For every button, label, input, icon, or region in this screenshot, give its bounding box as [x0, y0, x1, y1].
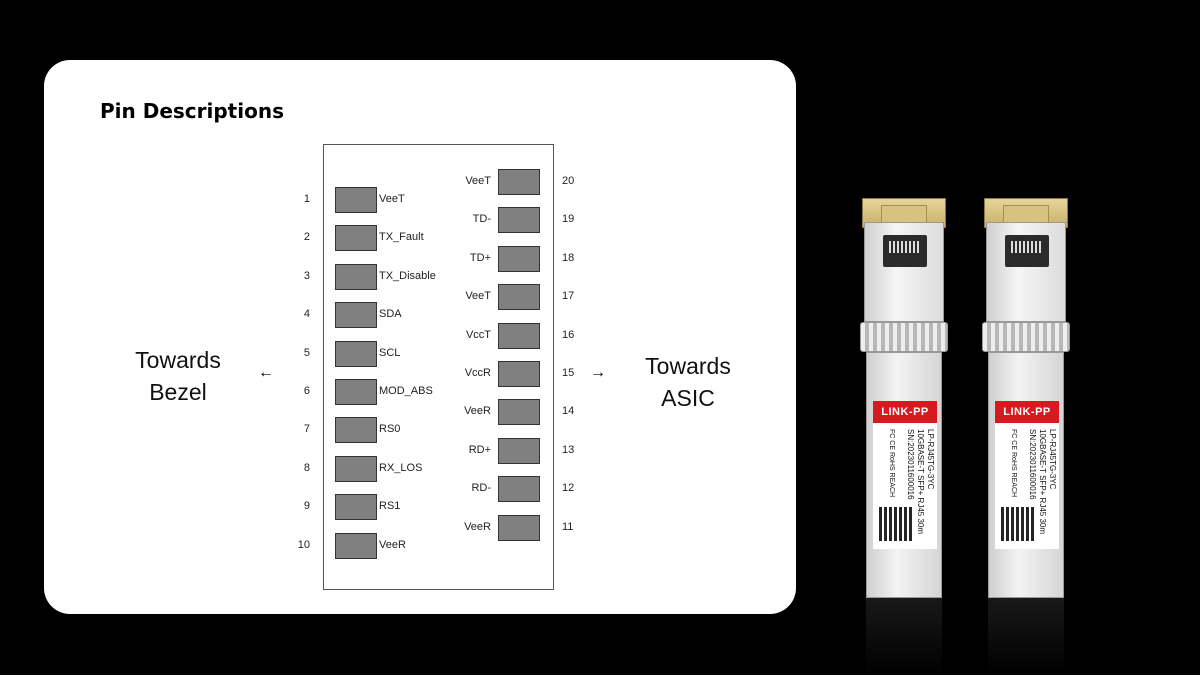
pin-label-7: RS0: [379, 423, 401, 436]
pin-label-2: TX_Fault: [379, 231, 424, 244]
pin-pad-2: [335, 225, 377, 252]
pin-pad-13: [498, 437, 540, 464]
module-2-reflection: [988, 598, 1064, 675]
model-number: LP-RJ45TG-3YC: [926, 429, 935, 490]
model-desc: 10GBASE-T SFP+ RJ45 30m: [1038, 429, 1047, 535]
pin-pad-19: [498, 207, 540, 234]
pin-label-14: VeeR: [464, 405, 491, 418]
pin-number-1: 1: [303, 193, 310, 205]
pin-number-2: 2: [303, 231, 310, 244]
cert-marks: FC CE RoHS REACH: [1010, 429, 1017, 498]
pin-number-4: 4: [303, 308, 310, 321]
pin-pad-8: [335, 455, 377, 482]
pin-label-11: VeeR: [464, 520, 491, 533]
pin-label-9: RS1: [379, 500, 401, 513]
pin-pad-4: [335, 302, 377, 329]
pin-pad-16: [498, 322, 540, 349]
module-head: [986, 222, 1066, 322]
pin-number-3: 3: [303, 269, 310, 282]
pin-pad-1: [335, 187, 377, 213]
pin-label-4: SDA: [379, 308, 402, 321]
towards-asic-line2: ASIC: [661, 385, 715, 412]
pin-number-14: 14: [562, 405, 575, 418]
sfp-module-1: LINK-PP FC CE RoHS REACH LP-RJ45TG-3YC 1…: [860, 198, 948, 598]
towards-bezel-line2: Bezel: [149, 379, 207, 406]
pin-label-8: RX_LOS: [379, 461, 423, 474]
pin-pad-7: [335, 417, 377, 444]
pin-label-19: TD-: [472, 213, 491, 226]
pin-label-15: VccR: [464, 367, 491, 379]
pin-label-17: VeeT: [465, 290, 491, 303]
module-1-reflection: [866, 598, 942, 675]
pin-pad-5: [335, 340, 377, 367]
pin-number-19: 19: [562, 213, 575, 226]
pin-number-10: 10: [297, 538, 310, 551]
module-body: LINK-PP FC CE RoHS REACH LP-RJ45TG-3YC 1…: [988, 352, 1064, 598]
pin-number-15: 15: [562, 367, 575, 379]
pin-number-16: 16: [562, 328, 575, 341]
pin-number-7: 7: [303, 423, 310, 436]
pin-pad-20: [498, 169, 540, 195]
pin-pad-12: [498, 476, 540, 503]
pin-number-13: 13: [562, 443, 575, 456]
towards-bezel-label: Towards Bezel: [118, 344, 238, 408]
pin-pad-9: [335, 494, 377, 521]
pin-number-18: 18: [562, 251, 575, 264]
pin-pad-6: [335, 379, 377, 405]
rj45-port: [1005, 235, 1049, 267]
towards-asic-label: Towards ASIC: [628, 350, 748, 414]
pin-number-8: 8: [303, 461, 310, 474]
pin-label-12: RD-: [471, 482, 491, 495]
qr-code-icon: [879, 507, 913, 541]
module-body: LINK-PP FC CE RoHS REACH LP-RJ45TG-3YC 1…: [866, 352, 942, 598]
pin-label-20: VeeT: [465, 175, 491, 187]
page-title: Pin Descriptions: [100, 99, 284, 123]
pin-pad-14: [498, 399, 540, 426]
model-number: LP-RJ45TG-3YC: [1048, 429, 1057, 490]
pin-number-5: 5: [303, 346, 310, 359]
pin-number-11: 11: [562, 520, 574, 533]
pin-pad-18: [498, 245, 540, 272]
pin-label-3: TX_Disable: [379, 269, 436, 282]
pin-number-6: 6: [303, 385, 310, 397]
pin-number-17: 17: [562, 290, 575, 303]
brand-logo: LINK-PP: [873, 401, 937, 423]
model-desc: 10GBASE-T SFP+ RJ45 30m: [916, 429, 925, 535]
pin-number-9: 9: [303, 500, 310, 513]
cert-marks: FC CE RoHS REACH: [888, 429, 895, 498]
arrow-right-icon: →: [590, 364, 606, 381]
pin-number-12: 12: [562, 482, 575, 495]
pin-label-10: VeeR: [379, 538, 406, 551]
rj45-port: [883, 235, 927, 267]
module-latch: [982, 322, 1070, 352]
pin-pad-17: [498, 284, 540, 311]
pin-label-5: SCL: [379, 346, 401, 359]
module-latch: [860, 322, 948, 352]
towards-asic-line1: Towards: [645, 353, 731, 379]
pin-label-6: MOD_ABS: [379, 385, 433, 397]
pin-label-18: TD+: [469, 251, 491, 264]
module-label: FC CE RoHS REACH LP-RJ45TG-3YC 10GBASE-T…: [995, 423, 1059, 549]
pin-pad-15: [498, 361, 540, 387]
pin-label-13: RD+: [468, 443, 491, 456]
qr-code-icon: [1001, 507, 1035, 541]
pin-label-1: VeeT: [379, 193, 405, 205]
pin-pad-10: [335, 532, 377, 559]
pin-label-16: VccT: [465, 328, 491, 341]
module-head: [864, 222, 944, 322]
module-label: FC CE RoHS REACH LP-RJ45TG-3YC 10GBASE-T…: [873, 423, 937, 549]
arrow-left-icon: ←: [258, 364, 274, 381]
pin-number-20: 20: [562, 175, 575, 187]
sfp-module-2: LINK-PP FC CE RoHS REACH LP-RJ45TG-3YC 1…: [982, 198, 1070, 598]
brand-logo: LINK-PP: [995, 401, 1059, 423]
pin-pad-3: [335, 263, 377, 290]
pin-pad-11: [498, 514, 540, 541]
towards-bezel-line1: Towards: [135, 347, 221, 373]
